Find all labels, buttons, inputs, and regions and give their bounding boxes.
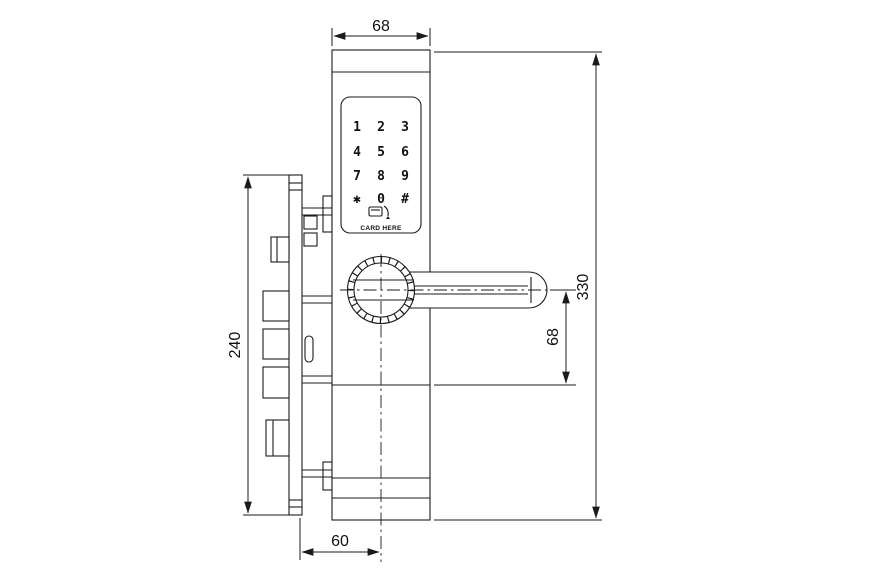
keypad-key[interactable]: 4 [353, 145, 361, 160]
dimension-overall-height: 330 [434, 51, 602, 521]
dimension-handle-offset: 68 [434, 289, 576, 386]
dimension-top-width: 68 [331, 18, 431, 46]
keypad-panel [340, 96, 422, 234]
keypad-key[interactable]: 7 [353, 169, 361, 184]
keypad-key[interactable]: 9 [401, 169, 409, 184]
lock-case-block [262, 366, 290, 399]
keypad-key[interactable]: 6 [401, 145, 409, 160]
keypad-key[interactable]: 5 [377, 145, 385, 160]
deadbolt [265, 419, 290, 457]
card-here-label: CARD HERE [360, 225, 402, 232]
dim-label-overall-height: 330 [575, 274, 592, 301]
dim-label-plate-height: 240 [227, 332, 244, 359]
keypad: 1 2 3 4 5 6 7 8 9 ✱ 0 # CARD HERE [340, 96, 422, 234]
dimension-plate-height: 240 [227, 174, 302, 516]
keypad-key-hash[interactable]: # [401, 192, 409, 207]
keypad-key-star[interactable]: ✱ [353, 192, 361, 207]
cylinder-housing [322, 195, 333, 233]
mortise-side-view [262, 174, 348, 516]
faceplate [288, 174, 303, 516]
dimensions: 68 330 240 68 60 [227, 18, 602, 560]
keypad-key[interactable]: 0 [377, 192, 385, 207]
lock-case-block [262, 328, 290, 360]
keypad-key[interactable]: 3 [401, 120, 409, 135]
dim-label-handle-offset: 68 [545, 328, 562, 346]
centerlines [340, 254, 576, 562]
keypad-key[interactable]: 8 [377, 169, 385, 184]
latch-bolt [270, 236, 290, 263]
dim-label-backset: 60 [331, 533, 349, 550]
keypad-key[interactable]: 1 [353, 120, 361, 135]
lock-case-block [262, 290, 290, 322]
dim-label-top-width: 68 [372, 18, 390, 35]
card-icon [368, 205, 390, 219]
dimension-backset: 60 [299, 518, 380, 560]
keypad-key[interactable]: 2 [377, 120, 385, 135]
